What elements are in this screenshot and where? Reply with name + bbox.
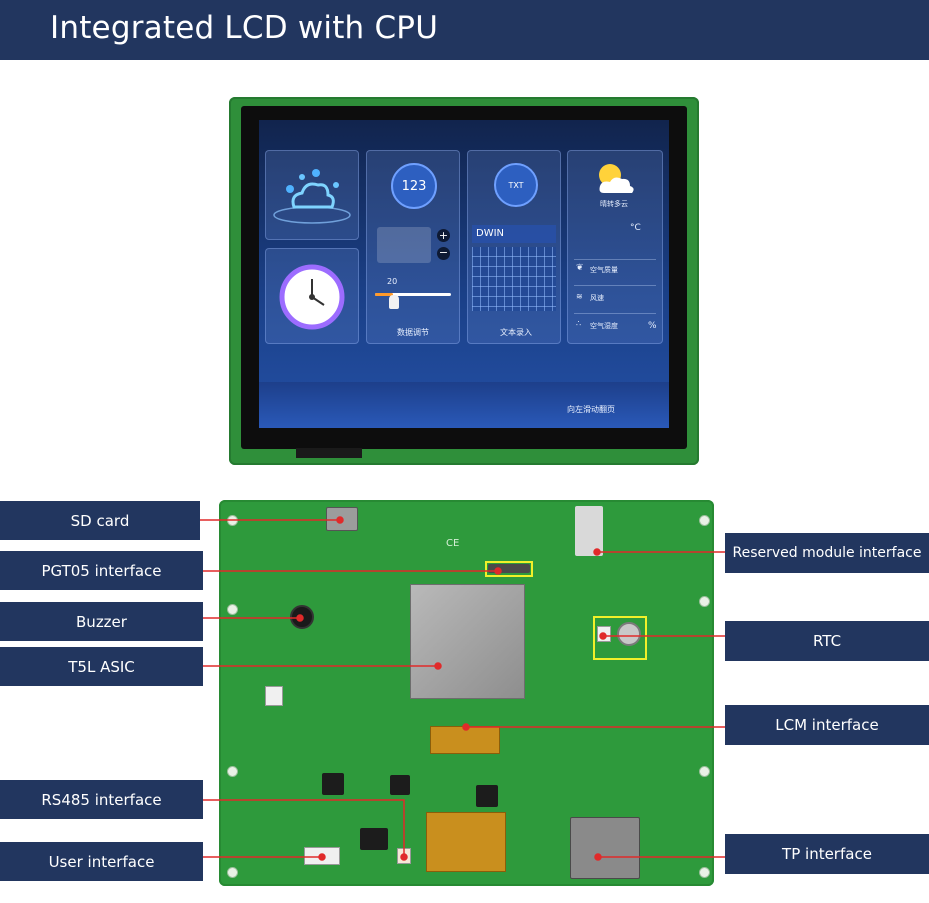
- label-buzzer: Buzzer: [0, 602, 203, 641]
- tp-connector: [570, 817, 640, 879]
- data-adjust-label: 数据调节: [397, 328, 429, 337]
- mount-hole: [227, 604, 238, 615]
- ce-mark: CE: [446, 538, 460, 549]
- wind-speed-label: 风速: [590, 294, 604, 302]
- keyboard: [472, 247, 556, 311]
- slider-track: [375, 293, 451, 296]
- fpc-connector: [296, 448, 362, 458]
- slider-value: 20: [387, 277, 398, 286]
- mount-hole: [227, 766, 238, 777]
- t5l-asic-chip: [410, 584, 525, 699]
- divider: [574, 285, 656, 286]
- lcm-connector: [430, 726, 500, 754]
- inductor: [476, 785, 498, 807]
- bottom-bar: [259, 382, 669, 428]
- inductor: [322, 773, 344, 795]
- percent-unit: %: [648, 321, 657, 331]
- wind-icon: ≋: [576, 292, 583, 301]
- mount-hole: [227, 867, 238, 878]
- cloud-card: [265, 150, 359, 240]
- weather-caption: 晴转多云: [600, 200, 628, 208]
- cloud-icon: [273, 169, 351, 224]
- text-input-value: DWIN: [476, 228, 505, 239]
- mount-hole: [699, 766, 710, 777]
- fpc-gold-cable: [426, 812, 506, 872]
- leaf-icon: ❦: [576, 263, 584, 273]
- sun-cloud-icon: [599, 164, 634, 193]
- rtc-battery: [617, 622, 641, 646]
- plus-icon: +: [437, 229, 450, 242]
- label-tp-interface: TP interface: [725, 834, 929, 874]
- label-rtc: RTC: [725, 621, 929, 661]
- humidity-label: 空气湿度: [590, 322, 618, 330]
- label-rs485-interface: RS485 interface: [0, 780, 203, 819]
- number-icon: 123: [391, 163, 437, 209]
- data-adjust-card: 123 + − 20 数据调节: [366, 150, 460, 344]
- txt-icon-label: TXT: [508, 180, 524, 190]
- pgt05-highlight: [485, 561, 533, 577]
- weather-card: 晴转多云 °C ❦ 空气质量 ≋ 风速 ∴ 空气湿度 %: [567, 150, 663, 344]
- label-lcm-interface: LCM interface: [725, 705, 929, 745]
- divider: [574, 259, 656, 260]
- txt-icon: TXT: [494, 163, 538, 207]
- air-quality-label: 空气质量: [590, 266, 618, 274]
- mount-hole: [699, 867, 710, 878]
- temp-unit: °C: [630, 223, 641, 233]
- label-pgt05-interface: PGT05 interface: [0, 551, 203, 590]
- slider-fill: [375, 293, 393, 296]
- clock-card: [265, 248, 359, 344]
- lcd-screen: 123 + − 20 数据调节 TXT DWIN 文本录入 晴转多云 °C ❦ …: [259, 120, 669, 428]
- rtc-highlight: [593, 616, 647, 660]
- label-user-interface: User interface: [0, 842, 203, 881]
- hand-pointer-icon: [389, 295, 399, 309]
- pgt05-connector: [488, 564, 530, 573]
- mount-hole: [699, 515, 710, 526]
- text-input-card: TXT DWIN 文本录入: [467, 150, 561, 344]
- header-banner: Integrated LCD with CPU: [0, 0, 929, 60]
- text-input-field: DWIN: [472, 225, 556, 243]
- label-sd-card: SD card: [0, 501, 200, 540]
- humidity-icon: ∴: [576, 319, 582, 328]
- label-t5l-asic: T5L ASIC: [0, 647, 203, 686]
- clock-icon: [279, 264, 345, 330]
- label-reserved-module-interface: Reserved module interface: [725, 533, 929, 573]
- value-display: [377, 227, 431, 263]
- mount-hole: [699, 596, 710, 607]
- page-title: Integrated LCD with CPU: [50, 10, 439, 46]
- white-wire-connector: [265, 686, 283, 706]
- rs485-chip: [360, 828, 388, 850]
- inductor: [390, 775, 410, 795]
- reserved-module-header: [575, 506, 603, 556]
- divider: [574, 313, 656, 314]
- number-icon-label: 123: [401, 178, 427, 194]
- swipe-hint: 向左滑动翻页: [567, 405, 615, 414]
- text-input-caption: 文本录入: [500, 328, 532, 337]
- minus-icon: −: [437, 246, 450, 260]
